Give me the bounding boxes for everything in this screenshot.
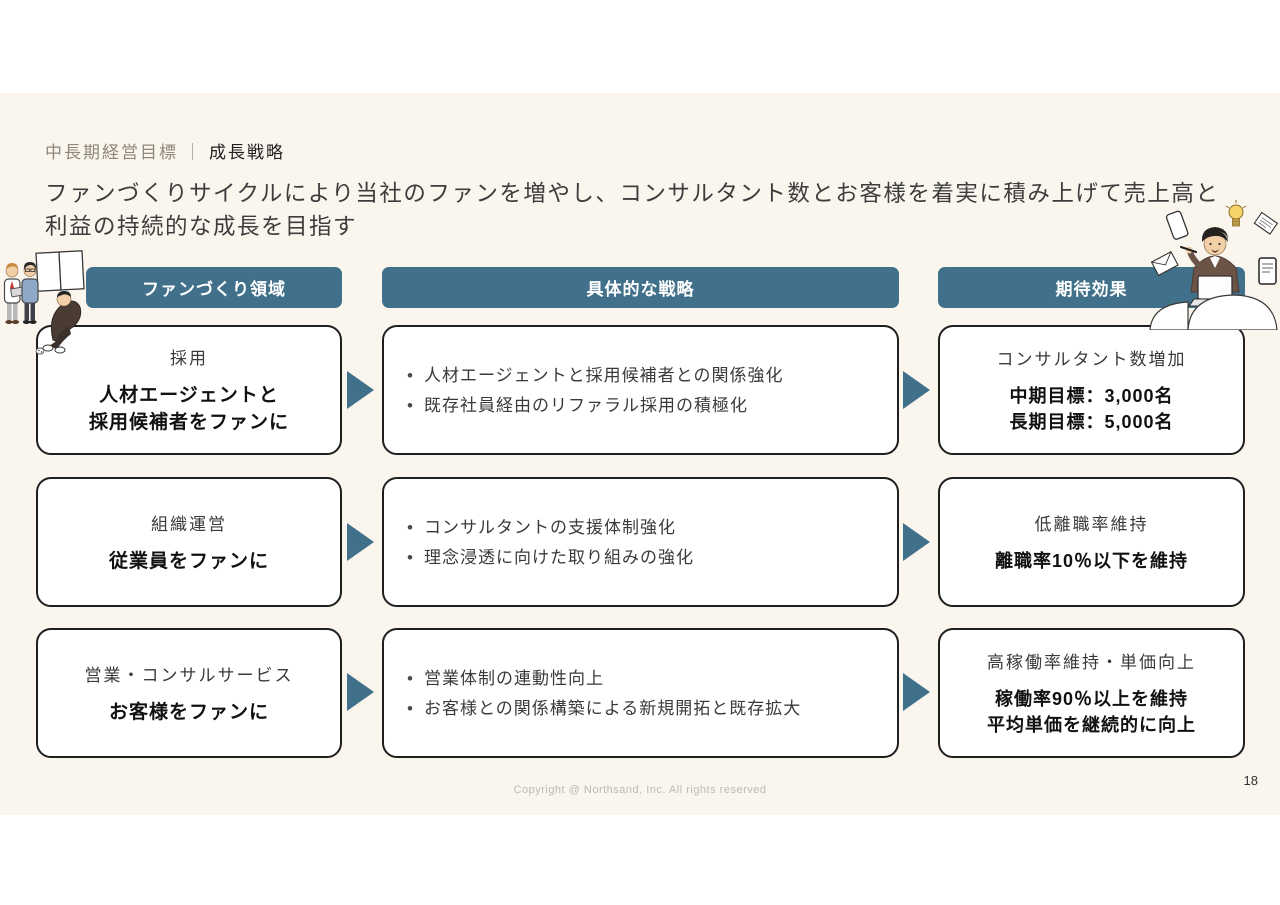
strategy-text: コンサルタントの支援体制強化 [423,517,676,537]
area-highlight-line: 人材エージェントと [99,385,279,406]
flow-arrow-icon [903,371,930,409]
team-discussion-illustration-icon [3,250,85,324]
copyright-text: Copyright @ Northsand, Inc. All rights r… [513,784,767,796]
flow-arrow-icon [347,523,374,561]
bullet-glyph: • [407,517,414,537]
strategy-item: • 人材エージェントと採用候補者との関係強化 [407,363,887,388]
area-title: 組織運営 [151,514,227,534]
column-header-fan-areas: ファンづくり領域 [86,267,342,308]
strategy-text: 理念浸透に向けた取り組みの強化 [423,547,694,567]
effect-title: コンサルタント数増加 [996,350,1187,369]
flow-arrow-icon [347,673,374,711]
area-highlight: 人材エージェントと 採用候補者をファンに [89,382,289,436]
page-number: 18 [1243,773,1258,788]
effect-box-organization: 低離職率維持 離職率10％以下を維持 [938,477,1245,607]
area-highlight-line: 採用候補者をファンに [88,412,289,433]
strategy-item: • 既存社員経由のリファラル採用の積極化 [407,393,887,418]
title-separator: ｜ [184,143,203,162]
strategy-text: 既存社員経由のリファラル採用の積極化 [423,395,748,415]
area-highlight: お客様をファンに [109,699,269,726]
slide-title: 成長戦略 [209,143,285,162]
strategy-text: 人材エージェントと採用候補者との関係強化 [423,365,784,385]
strategy-box-organization: • コンサルタントの支援体制強化 • 理念浸透に向けた取り組みの強化 [382,477,899,607]
effect-highlight: 中期目標：3,000名 長期目標：5,000名 [1009,383,1173,435]
area-highlight: 従業員をファンに [109,548,269,575]
effect-box-sales: 高稼働率維持・単価向上 稼働率90％以上を維持 平均単価を継続的に向上 [938,628,1245,758]
effect-highlight-line: 離職率10％以下を維持 [994,551,1189,571]
strategy-item: • お客様との関係構築による新規開拓と既存拡大 [407,696,887,721]
strategy-item: • コンサルタントの支援体制強化 [407,515,887,540]
area-box-organization: 組織運営 従業員をファンに [36,477,342,607]
area-box-sales: 営業・コンサルサービス お客様をファンに [36,628,342,758]
flow-arrow-icon [347,371,374,409]
column-header-strategies: 具体的な戦略 [382,267,899,308]
effect-box-recruiting: コンサルタント数増加 中期目標：3,000名 長期目標：5,000名 [938,325,1245,455]
effect-highlight: 稼働率90％以上を維持 平均単価を継続的に向上 [987,686,1196,738]
area-highlight-line: お客様をファンに [108,701,269,723]
slide-category-title: 中長期経営目標 ｜ 成長戦略 [45,138,285,163]
area-highlight-line: 従業員をファンに [108,550,269,572]
bullet-glyph: • [407,395,414,415]
strategy-text: お客様との関係構築による新規開拓と既存拡大 [423,698,802,718]
bullet-glyph: • [407,547,414,567]
effect-highlight-line: 平均単価を継続的に向上 [987,715,1196,735]
strategy-box-sales: • 営業体制の連動性向上 • お客様との関係構築による新規開拓と既存拡大 [382,628,899,758]
area-box-recruiting: 採用 人材エージェントと 採用候補者をファンに [36,325,342,455]
effect-highlight-line: 稼働率90％以上を維持 [994,689,1189,709]
category-label: 中長期経営目標 [45,143,178,162]
bullet-glyph: • [407,698,414,718]
crouching-person-illustration-icon [35,291,82,355]
effect-highlight-line: 長期目標：5,000名 [1009,412,1174,432]
flow-arrow-icon [903,523,930,561]
effect-title: 高稼働率維持・単価向上 [987,653,1196,672]
bullet-glyph: • [407,668,414,688]
bullet-glyph: • [407,365,414,385]
consultant-at-laptop-illustration-icon [1149,200,1279,330]
slide-subtitle: ファンづくりサイクルにより当社のファンを増やし、コンサルタント数とお客様を着実に… [45,181,1220,239]
area-title: 営業・コンサルサービス [84,665,294,685]
strategy-text: 営業体制の連動性向上 [423,668,604,688]
effect-highlight-line: 中期目標：3,000名 [1009,386,1174,406]
flow-arrow-icon [903,673,930,711]
strategy-box-recruiting: • 人材エージェントと採用候補者との関係強化 • 既存社員経由のリファラル採用の積極… [382,325,899,455]
area-title: 採用 [170,349,208,368]
effect-highlight: 離職率10％以下を維持 [995,548,1188,574]
strategy-item: • 理念浸透に向けた取り組みの強化 [407,545,887,570]
effect-title: 低離職率維持 [1034,515,1149,534]
strategy-item: • 営業体制の連動性向上 [407,666,887,691]
